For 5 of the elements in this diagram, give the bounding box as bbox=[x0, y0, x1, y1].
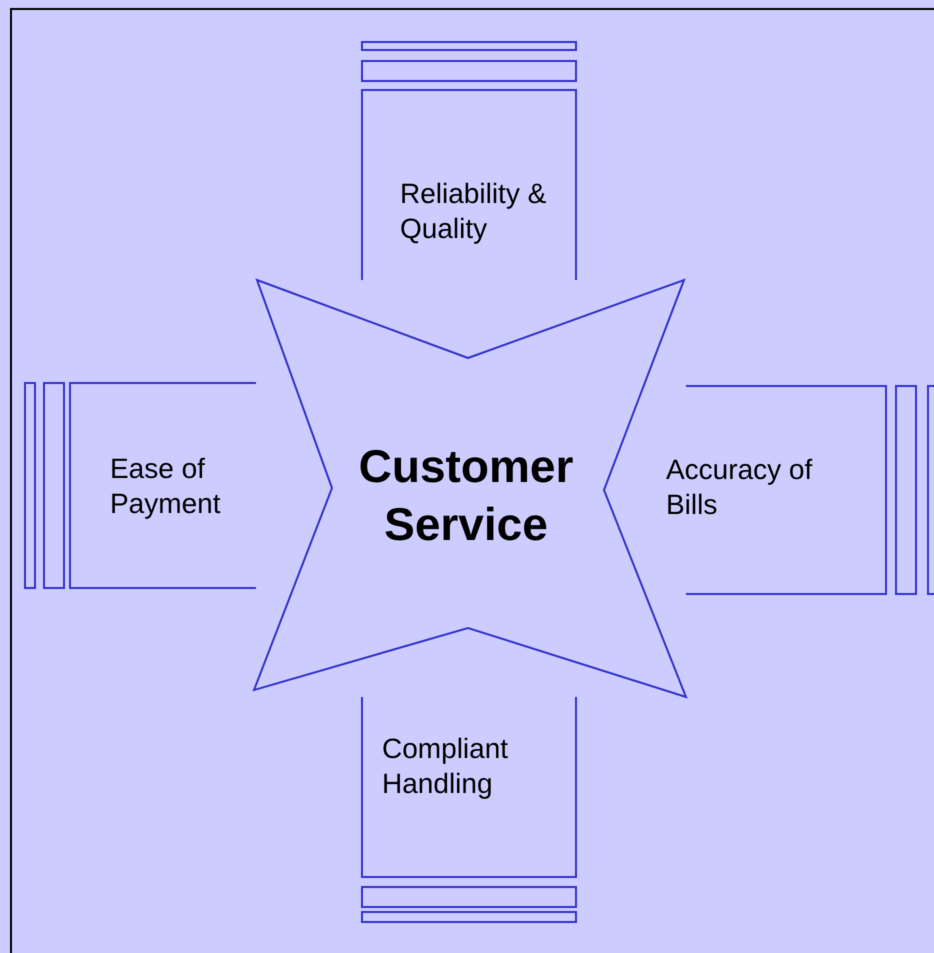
center-label: Customer Service bbox=[358, 439, 574, 552]
arm-label: Ease of Payment bbox=[110, 452, 222, 521]
arm-label: Reliability & Quality bbox=[400, 177, 548, 246]
arm-label: Accuracy of Bills bbox=[666, 453, 814, 522]
arm-label: Compliant Handling bbox=[382, 732, 510, 801]
